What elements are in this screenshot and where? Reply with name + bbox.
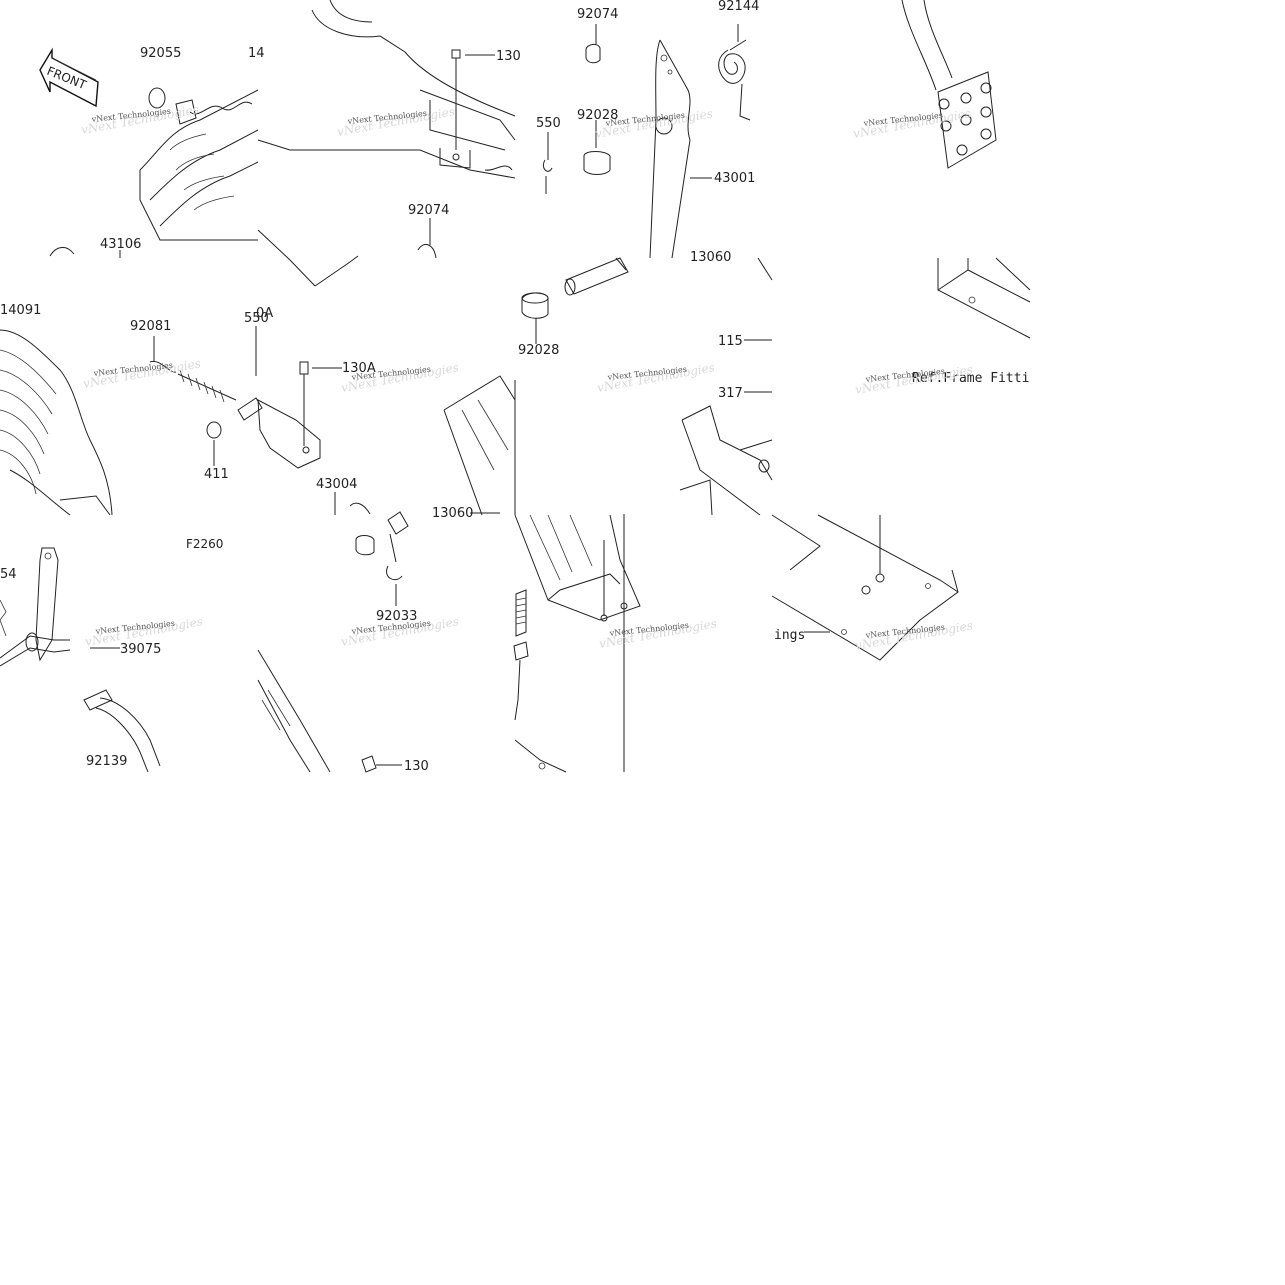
- bellows-boot-drawing: [49, 87, 259, 258]
- label-14091: 14091: [0, 303, 41, 318]
- label-317: 317: [718, 386, 743, 401]
- lever-bracket-drawing: [237, 326, 516, 516]
- ref-frame-fittings-a: Ref.Frame Fitti: [912, 371, 1029, 386]
- label-92055: 92055: [140, 46, 181, 61]
- floor-frame-drawing: [771, 514, 959, 661]
- brake-pedal-arm-drawing: [542, 24, 751, 259]
- label-43004: 43004: [316, 477, 357, 492]
- bellows-lower-drawing: [0, 329, 237, 516]
- figure-code: F2260: [186, 537, 223, 551]
- label-550a: 550: [244, 311, 269, 326]
- label-92028-a: 92028: [577, 108, 618, 123]
- frame-fitting-drawing: [937, 257, 1031, 339]
- label-92028-b: 92028: [518, 343, 559, 358]
- front-arrow-icon: FRONT: [39, 47, 99, 108]
- pedal-pad-drawing: [901, 0, 997, 169]
- part-labels: 92055 14 43106 14091 92081 411 550 0A 13…: [0, 0, 1029, 774]
- label-0a-partial: 0A: [256, 306, 273, 321]
- label-92074-b: 92074: [408, 203, 449, 218]
- cross-shaft-drawing: [0, 547, 161, 773]
- ref-frame-fittings-b: ings: [774, 628, 805, 643]
- label-130a: 130A: [342, 361, 376, 376]
- label-43001: 43001: [714, 171, 755, 186]
- pivot-shaft-drawing: [514, 257, 773, 516]
- clevis-pin-drawing: [257, 511, 409, 773]
- label-43106: 43106: [100, 237, 141, 252]
- label-411: 411: [204, 467, 229, 482]
- label-92081: 92081: [130, 319, 171, 334]
- label-39075: 39075: [120, 642, 161, 657]
- brake-lever-arm-drawing: [257, 0, 516, 287]
- label-130-bottom: 130: [404, 759, 429, 774]
- label-92139: 92139: [86, 754, 127, 769]
- label-550b: 550: [536, 116, 561, 131]
- label-115: 115: [718, 334, 743, 349]
- front-label: FRONT: [45, 64, 89, 93]
- label-92074-a: 92074: [577, 7, 618, 22]
- label-14-partial: 14: [248, 46, 265, 61]
- label-13060-a: 13060: [690, 250, 731, 265]
- label-92154-partial: 54: [0, 567, 17, 582]
- label-130-top: 130: [496, 49, 521, 64]
- label-92144: 92144: [718, 0, 759, 14]
- label-13060-b: 13060: [432, 506, 473, 521]
- pedal-plate-drawing: [513, 514, 641, 773]
- label-92033: 92033: [376, 609, 417, 624]
